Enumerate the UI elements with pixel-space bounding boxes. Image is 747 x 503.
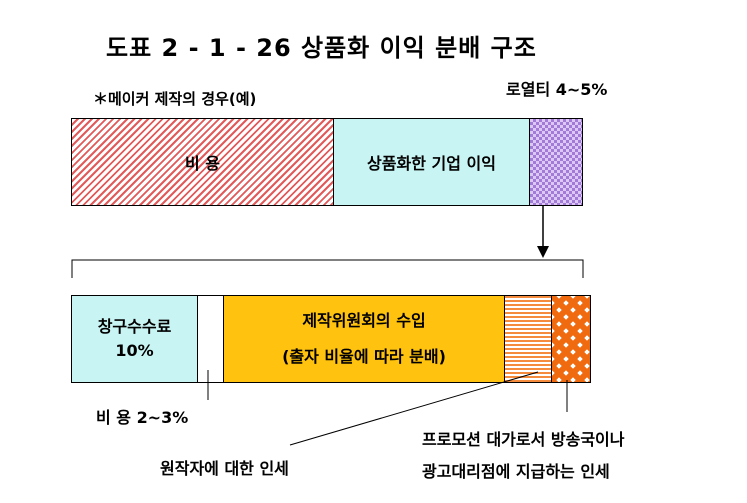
bottom-distribution-bar: 창구수수료 10% 제작위원회의 수입 (출자 비율에 따라 분배) (71, 295, 591, 383)
promo-label-line1: 프로모션 대가로서 방송국이나 (422, 430, 625, 449)
segment-window-fee-line1: 창구수수료 (97, 317, 172, 336)
segment-committee-line1: 제작위원회의 수입 (302, 311, 426, 330)
segment-cost-label: 비 용 (184, 154, 220, 173)
segment-company-profit-label: 상품화한 기업 이익 (367, 154, 496, 173)
segment-window-fee-line2: 10% (115, 341, 154, 360)
segment-committee-income: 제작위원회의 수입 (출자 비율에 따라 분배) (224, 296, 505, 382)
segment-window-fee: 창구수수료 10% (72, 296, 198, 382)
segment-cost-small (198, 296, 224, 382)
top-distribution-bar: 비 용 상품화한 기업 이익 (71, 118, 583, 206)
promo-label-line2: 광고대리점에 지급하는 인세 (422, 462, 610, 481)
note-text: ＊메이커 제작의 경우(예) (93, 90, 257, 108)
segment-cost: 비 용 (72, 119, 334, 205)
segment-committee-line2: (출자 비율에 따라 분배) (282, 347, 446, 366)
segment-promotion-royalty (505, 296, 552, 382)
royalty-label: 로열티 4~5% (506, 80, 608, 99)
expansion-bracket (71, 259, 584, 278)
page-title: 도표 2 - 1 - 26 상품화 이익 분배 구조 (106, 34, 537, 62)
cost-small-label: 비 용 2∼3% (96, 408, 189, 427)
segment-creator-royalty (552, 296, 590, 382)
segment-royalty (530, 119, 582, 205)
creator-fee-label: 원작자에 대한 인세 (160, 459, 289, 478)
segment-company-profit: 상품화한 기업 이익 (334, 119, 530, 205)
